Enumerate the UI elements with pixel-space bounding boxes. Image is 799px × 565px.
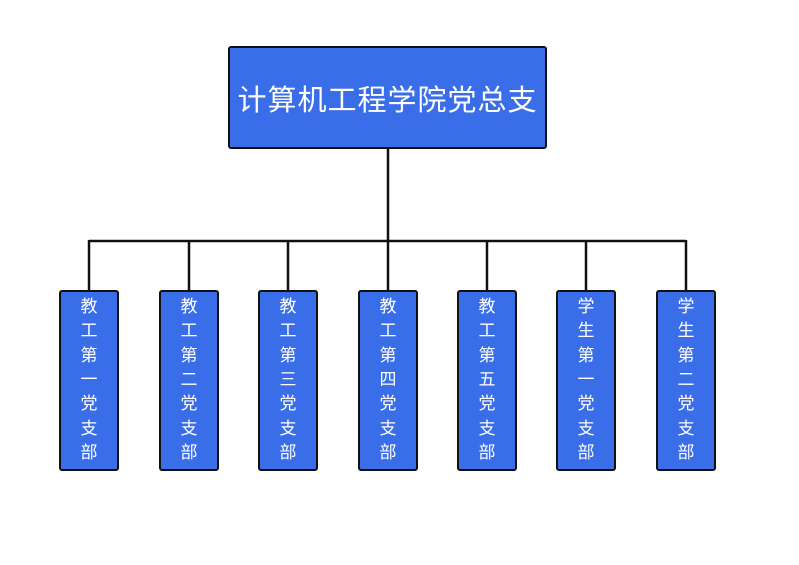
- branch-node-char: 部: [677, 442, 695, 463]
- branch-node-char: 工: [180, 321, 198, 342]
- branch-node-char: 第: [379, 345, 397, 366]
- branch-node-char: 一: [577, 369, 595, 390]
- branch-node-char: 教: [379, 297, 397, 317]
- branch-node-char: 第: [677, 345, 695, 366]
- branch-node-char: 第: [279, 345, 297, 366]
- branch-node-char: 党: [478, 394, 496, 415]
- branch-node-char: 第: [478, 345, 496, 366]
- branch-node-char: 部: [478, 442, 496, 463]
- branch-node-4: 教工第四党支部: [358, 290, 418, 471]
- branch-node-char: 党: [180, 394, 198, 415]
- branch-node-char: 部: [180, 442, 198, 463]
- branch-node-char: 一: [80, 369, 98, 390]
- branch-node-char: 教: [478, 297, 496, 317]
- root-node: 计算机工程学院党总支: [228, 46, 547, 149]
- branch-node-char: 第: [180, 345, 198, 366]
- branch-node-char: 部: [379, 442, 397, 463]
- branch-node-char: 学: [577, 297, 595, 317]
- branch-node-char: 五: [478, 369, 496, 390]
- branch-node-char: 工: [279, 321, 297, 342]
- branch-node-char: 党: [80, 394, 98, 415]
- branch-node-char: 党: [577, 394, 595, 415]
- branch-node-char: 第: [577, 345, 595, 366]
- root-node-label: 计算机工程学院党总支: [237, 82, 538, 117]
- branch-node-char: 四: [379, 369, 397, 390]
- branch-node-char: 工: [80, 321, 98, 342]
- branch-node-char: 支: [677, 418, 695, 439]
- branch-node-char: 生: [677, 321, 695, 342]
- branch-node-char: 支: [80, 418, 98, 439]
- branch-node-char: 支: [279, 418, 297, 439]
- branch-node-char: 教: [279, 297, 297, 317]
- branch-node-char: 生: [577, 321, 595, 342]
- branch-node-3: 教工第三党支部: [258, 290, 318, 471]
- branch-node-char: 支: [577, 418, 595, 439]
- branch-node-7: 学生第二党支部: [656, 290, 716, 471]
- branch-node-char: 第: [80, 345, 98, 366]
- branch-node-char: 工: [379, 321, 397, 342]
- branch-node-char: 学: [677, 297, 695, 317]
- branch-node-char: 党: [677, 394, 695, 415]
- branch-node-char: 党: [379, 394, 397, 415]
- branch-node-char: 二: [180, 369, 198, 390]
- branch-node-char: 党: [279, 394, 297, 415]
- branch-node-1: 教工第一党支部: [59, 290, 119, 471]
- branch-node-5: 教工第五党支部: [457, 290, 517, 471]
- branch-node-char: 支: [478, 418, 496, 439]
- branch-node-char: 部: [80, 442, 98, 463]
- branch-node-char: 二: [677, 369, 695, 390]
- branch-node-char: 部: [279, 442, 297, 463]
- branch-node-char: 支: [379, 418, 397, 439]
- branch-node-char: 工: [478, 321, 496, 342]
- branch-node-char: 教: [80, 297, 98, 317]
- branch-node-6: 学生第一党支部: [556, 290, 616, 471]
- branch-node-char: 教: [180, 297, 198, 317]
- branch-node-char: 支: [180, 418, 198, 439]
- branch-node-char: 三: [279, 369, 297, 390]
- branch-node-char: 部: [577, 442, 595, 463]
- branch-node-2: 教工第二党支部: [159, 290, 219, 471]
